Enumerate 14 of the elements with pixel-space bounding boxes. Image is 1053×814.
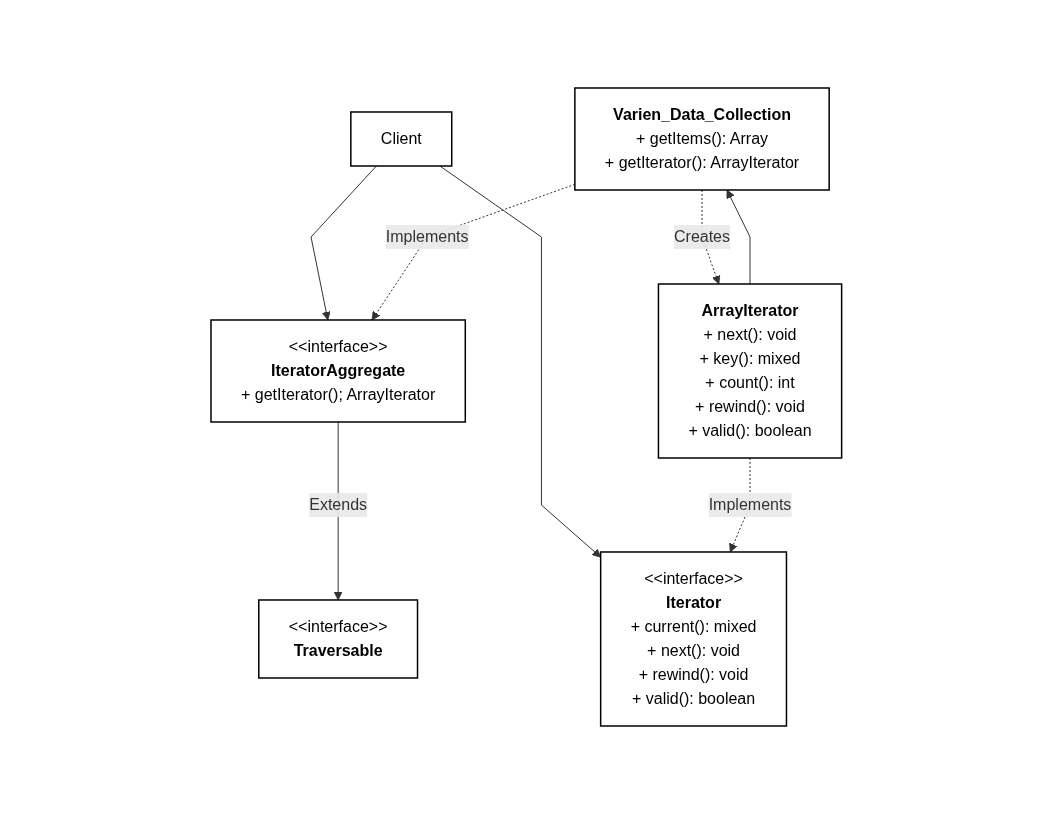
node-box: <<interface>> IteratorAggregate + getIterator(); ArrayIterator <box>210 319 467 423</box>
arrow <box>729 457 751 553</box>
edge-label: Extends <box>309 495 368 513</box>
arrow <box>439 165 602 558</box>
node-box: Client <box>350 111 453 167</box>
edge-label: Implements <box>386 228 469 245</box>
arrow <box>310 165 378 321</box>
node-box: ArrayIterator + next(): void + key(): mixed + count(): int + rewind(): void + valid(): boolean <box>657 283 843 459</box>
node-box: <<interface>> Traversable <box>258 599 419 679</box>
arrow <box>726 189 751 285</box>
edge-label: Creates <box>674 228 731 245</box>
node-box: Varien_Data_Collection + getItems(): Array + getIterator(): ArrayIterator <box>574 87 831 191</box>
edge-label: Implements <box>708 495 792 513</box>
node-box: <<interface>> Iterator + current(): mixed + next(): void + rewind(): void + valid(): boolean <box>600 551 788 727</box>
